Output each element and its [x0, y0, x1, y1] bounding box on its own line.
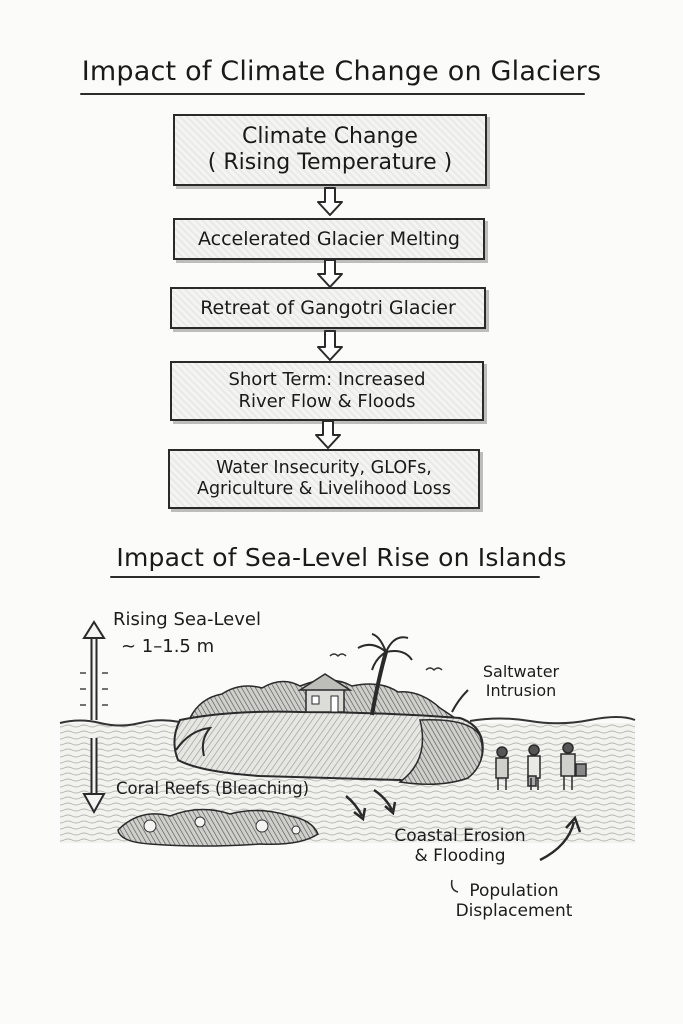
flow-box-increased-river-flow: Short Term: Increased River Flow & Flood…: [170, 361, 484, 421]
flow-box-line: River Flow & Floods: [238, 391, 416, 412]
island-section-title: Impact of Sea-Level Rise on Islands: [116, 543, 567, 572]
sea-level-up-arrow-icon: [82, 620, 106, 720]
flow-arrow-down-icon: [317, 259, 343, 288]
flow-arrow-down-icon: [317, 330, 343, 361]
palm-tree-icon: [357, 633, 413, 716]
erosion-arrow-icon: [345, 795, 364, 817]
saltwater-intrusion-label: Saltwater Intrusion: [466, 662, 576, 701]
sea-level-range-label: ~ 1–1.5 m: [121, 636, 215, 657]
coral-reefs-label: Coral Reefs (Bleaching): [116, 779, 310, 798]
displaced-people-illustration: [495, 742, 587, 790]
sea-level-marks: [80, 672, 108, 706]
flow-box-gangotri-retreat: Retreat of Gangotri Glacier: [170, 287, 486, 329]
glacier-section-title: Impact of Climate Change on Glaciers: [81, 56, 602, 87]
label-line: Saltwater: [482, 662, 560, 681]
wave-crash: [175, 726, 213, 757]
flow-box-line: Retreat of Gangotri Glacier: [200, 296, 456, 319]
erosion-arrow-icon: [373, 788, 394, 811]
sea-level-down-arrow-icon: [82, 738, 106, 815]
flow-box-climate-change: Climate Change ( Rising Temperature ): [173, 114, 487, 186]
label-line: Intrusion: [485, 680, 557, 700]
flow-box-line: Agriculture & Livelihood Loss: [196, 479, 452, 499]
sea-surface-line: [59, 716, 636, 727]
displacement-arrow-icon: [539, 821, 576, 862]
flow-box-line: Water Insecurity, GLOFs,: [216, 458, 432, 478]
label-line: Population: [469, 881, 559, 901]
displacement-pointer: [450, 879, 459, 893]
island-cliff-face: [398, 719, 483, 785]
flow-box-glacier-melting: Accelerated Glacier Melting: [173, 218, 485, 260]
label-line: & Flooding: [414, 846, 506, 867]
coastal-erosion-label: Coastal Erosion & Flooding: [385, 826, 535, 866]
flow-box-line: ( Rising Temperature ): [207, 150, 453, 175]
flow-box-water-insecurity: Water Insecurity, GLOFs, Agriculture & L…: [168, 449, 480, 509]
flow-box-line: Climate Change: [242, 123, 418, 149]
label-line: Coastal Erosion: [394, 826, 526, 846]
flow-arrow-down-icon: [317, 187, 343, 216]
label-line: Displacement: [455, 901, 573, 922]
coral-reef-illustration: [117, 808, 319, 847]
island-scene-illustration: [59, 620, 636, 893]
saltwater-pointer-arrow: [451, 689, 469, 713]
flow-box-line: Accelerated Glacier Melting: [197, 227, 460, 250]
flow-arrow-down-icon: [315, 420, 341, 449]
flow-box-line: Short Term: Increased: [228, 369, 426, 391]
birds-icon: [329, 653, 443, 672]
island-title-underline: [110, 576, 540, 578]
rising-sea-level-label: Rising Sea-Level: [113, 609, 261, 630]
glacier-title-underline: [80, 93, 585, 95]
house-icon: [297, 673, 353, 713]
population-displacement-label: Population Displacement: [454, 881, 574, 921]
